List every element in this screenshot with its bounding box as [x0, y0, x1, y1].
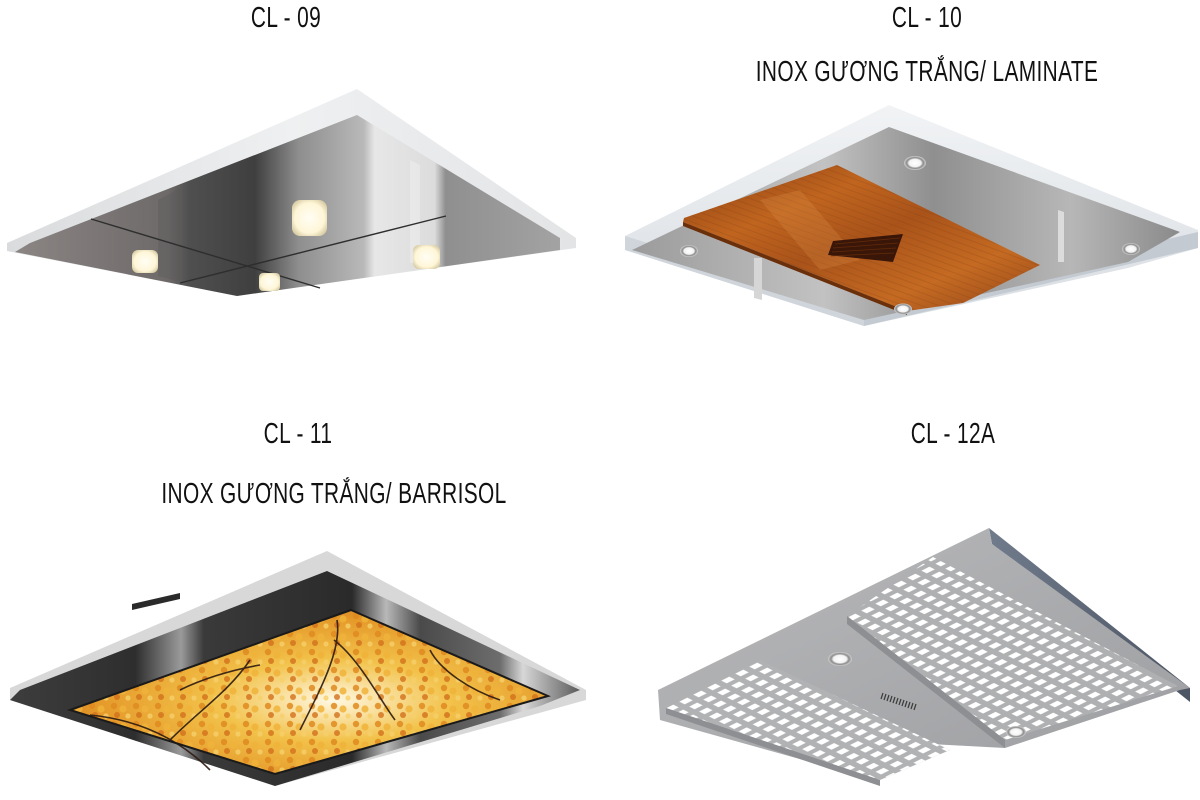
downlight-icon	[828, 652, 852, 666]
ceiling-code-cl09: CL - 09	[250, 2, 322, 34]
ceiling-image-cl12a	[658, 528, 1190, 786]
ceiling-image-cl10	[625, 105, 1198, 326]
ceiling-image-cl09	[7, 89, 576, 296]
ceiling-material-cl10: INOX GƯƠNG TRẮNG/ LAMINATE	[755, 56, 1099, 88]
light-icon	[292, 200, 327, 236]
ceiling-code-cl11: CL - 11	[263, 418, 333, 450]
downlight-icon	[904, 156, 926, 170]
ceiling-code-cl12a: CL - 12A	[910, 418, 996, 450]
ceiling-image-cl11	[10, 551, 586, 786]
ceiling-material-cl11: INOX GƯƠNG TRẮNG/ BARRISOL	[161, 478, 507, 510]
ceiling-code-cl10: CL - 10	[891, 2, 963, 34]
